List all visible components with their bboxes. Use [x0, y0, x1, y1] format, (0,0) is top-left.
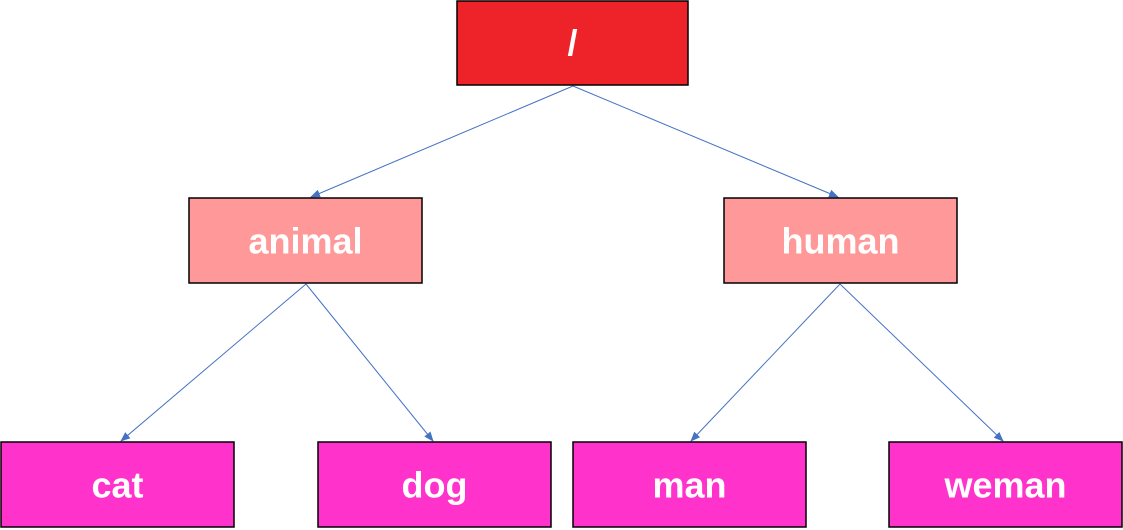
node-man-label: man: [652, 465, 726, 506]
node-root: /: [456, 0, 689, 86]
node-cat: cat: [0, 441, 235, 528]
node-root-box: [456, 0, 689, 86]
edge-root-animal: [310, 85, 574, 198]
node-man-box: [572, 441, 807, 528]
node-human: human: [723, 197, 958, 284]
edge-animal-cat: [120, 283, 307, 442]
node-root-label: /: [567, 23, 577, 64]
node-weman-box: [888, 441, 1123, 528]
edge-human-man: [690, 283, 841, 442]
node-cat-label: cat: [91, 465, 143, 506]
node-dog-label: dog: [402, 465, 468, 506]
node-weman-label: weman: [943, 465, 1066, 506]
node-animal-box: [188, 197, 423, 284]
node-dog: dog: [317, 441, 552, 528]
node-cat-box: [0, 441, 235, 528]
node-human-box: [723, 197, 958, 284]
node-man: man: [572, 441, 807, 528]
node-dog-box: [317, 441, 552, 528]
node-animal-label: animal: [248, 221, 362, 262]
edges: [120, 85, 1004, 442]
node-weman: weman: [888, 441, 1123, 528]
edge-human-weman: [839, 283, 1004, 442]
node-human-label: human: [781, 221, 899, 262]
node-animal: animal: [188, 197, 423, 284]
edge-root-human: [572, 85, 839, 198]
edge-animal-dog: [305, 283, 434, 442]
